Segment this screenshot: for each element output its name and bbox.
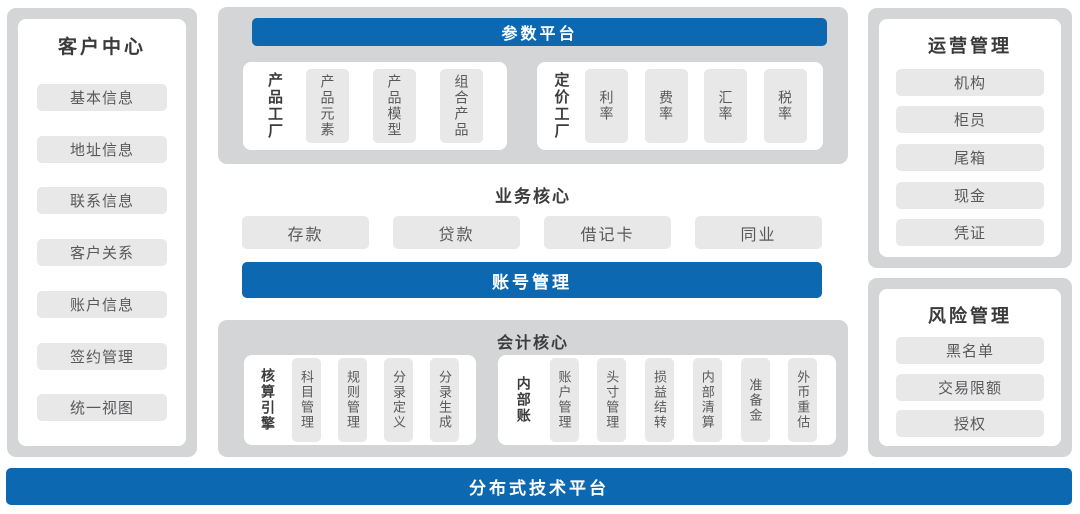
chip-deposit: 存款 bbox=[242, 216, 369, 249]
vchip-internal-clearing: 内部清算 bbox=[692, 358, 722, 442]
accounting-core-section: 会计核心 核算引擎 科目管理 规则管理 分录定义 分录生成 内部账 账户管理 头… bbox=[218, 320, 848, 457]
chip-customer-relation: 客户关系 bbox=[37, 239, 167, 266]
vchip-tax-rate: 税率 bbox=[763, 69, 807, 143]
operations-title: 运营管理 bbox=[928, 36, 1012, 56]
accounting-core-title: 会计核心 bbox=[496, 335, 569, 352]
accounting-engine-label: 核算引擎 bbox=[260, 368, 276, 432]
customer-center-panel: 客户中心 基本信息 地址信息 联系信息 客户关系 账户信息 签约管理 统一视图 bbox=[7, 8, 197, 457]
vchip-rule-mgmt: 规则管理 bbox=[338, 358, 367, 442]
chip-blacklist: 黑名单 bbox=[896, 337, 1044, 365]
product-factory-group: 产品工厂 产品元素 产品模型 组合产品 bbox=[243, 62, 507, 150]
operations-panel: 运营管理 机构 柜员 尾箱 现金 凭证 bbox=[868, 8, 1072, 268]
param-platform-header: 参数平台 bbox=[252, 18, 827, 46]
chip-authorization: 授权 bbox=[896, 409, 1044, 437]
pricing-factory-group: 定价工厂 利率 费率 汇率 税率 bbox=[537, 62, 823, 150]
account-mgmt-bar: 账号管理 bbox=[242, 262, 822, 298]
vchip-account-mgmt: 账户管理 bbox=[549, 358, 579, 442]
chip-voucher: 凭证 bbox=[896, 219, 1044, 247]
customer-center-title: 客户中心 bbox=[57, 37, 146, 58]
chip-contract-mgmt: 签约管理 bbox=[37, 342, 167, 370]
vchip-interest-rate: 利率 bbox=[585, 69, 628, 143]
vchip-entry-definition: 分录定义 bbox=[384, 358, 413, 442]
internal-account-group: 内部账 账户管理 头寸管理 损益结转 内部清算 准备金 外币重估 bbox=[498, 355, 836, 445]
risk-title: 风险管理 bbox=[928, 306, 1012, 326]
chip-unified-view: 统一视图 bbox=[37, 394, 167, 422]
vchip-fee-rate: 费率 bbox=[644, 69, 688, 143]
vchip-reserve: 准备金 bbox=[740, 358, 770, 442]
chip-cash: 现金 bbox=[896, 181, 1044, 209]
risk-panel: 风险管理 黑名单 交易限额 授权 bbox=[868, 278, 1072, 457]
vchip-pnl-carryover: 损益结转 bbox=[645, 358, 674, 442]
vchip-subject-mgmt: 科目管理 bbox=[292, 358, 321, 442]
chip-account-info: 账户信息 bbox=[37, 290, 167, 318]
vchip-position-mgmt: 头寸管理 bbox=[597, 358, 627, 442]
risk-items: 黑名单 交易限额 授权 bbox=[879, 328, 1061, 446]
chip-interbank: 同业 bbox=[695, 216, 822, 249]
chip-cash-box: 尾箱 bbox=[896, 143, 1044, 171]
internal-account-label: 内部账 bbox=[515, 376, 532, 424]
distributed-platform-bar: 分布式技术平台 bbox=[6, 468, 1072, 505]
chip-transaction-limit: 交易限额 bbox=[896, 373, 1044, 401]
vchip-composite-product: 组合产品 bbox=[440, 69, 483, 143]
chip-teller: 柜员 bbox=[896, 106, 1044, 134]
param-platform-section: 参数平台 产品工厂 产品元素 产品模型 组合产品 定价工厂 利率 费率 汇率 税… bbox=[218, 7, 848, 164]
chip-basic-info: 基本信息 bbox=[37, 83, 167, 111]
chip-loan: 贷款 bbox=[393, 216, 520, 249]
business-core-row: 存款 贷款 借记卡 同业 bbox=[242, 216, 822, 249]
accounting-engine-group: 核算引擎 科目管理 规则管理 分录定义 分录生成 bbox=[244, 355, 476, 445]
chip-debit-card: 借记卡 bbox=[544, 216, 671, 249]
product-factory-label: 产品工厂 bbox=[266, 72, 283, 140]
business-core-title: 业务核心 bbox=[495, 187, 571, 206]
customer-center-items: 基本信息 地址信息 联系信息 客户关系 账户信息 签约管理 统一视图 bbox=[18, 59, 186, 446]
vchip-product-element: 产品元素 bbox=[306, 69, 349, 143]
chip-institution: 机构 bbox=[896, 68, 1044, 96]
vchip-fx-revaluation: 外币重估 bbox=[788, 358, 818, 442]
chip-address-info: 地址信息 bbox=[37, 135, 167, 163]
chip-contact-info: 联系信息 bbox=[37, 187, 167, 215]
vchip-product-model: 产品模型 bbox=[373, 69, 416, 143]
vchip-entry-generation: 分录生成 bbox=[430, 358, 459, 442]
vchip-exchange-rate: 汇率 bbox=[704, 69, 747, 143]
pricing-factory-label: 定价工厂 bbox=[552, 72, 570, 140]
operations-items: 机构 柜员 尾箱 现金 凭证 bbox=[879, 58, 1061, 257]
